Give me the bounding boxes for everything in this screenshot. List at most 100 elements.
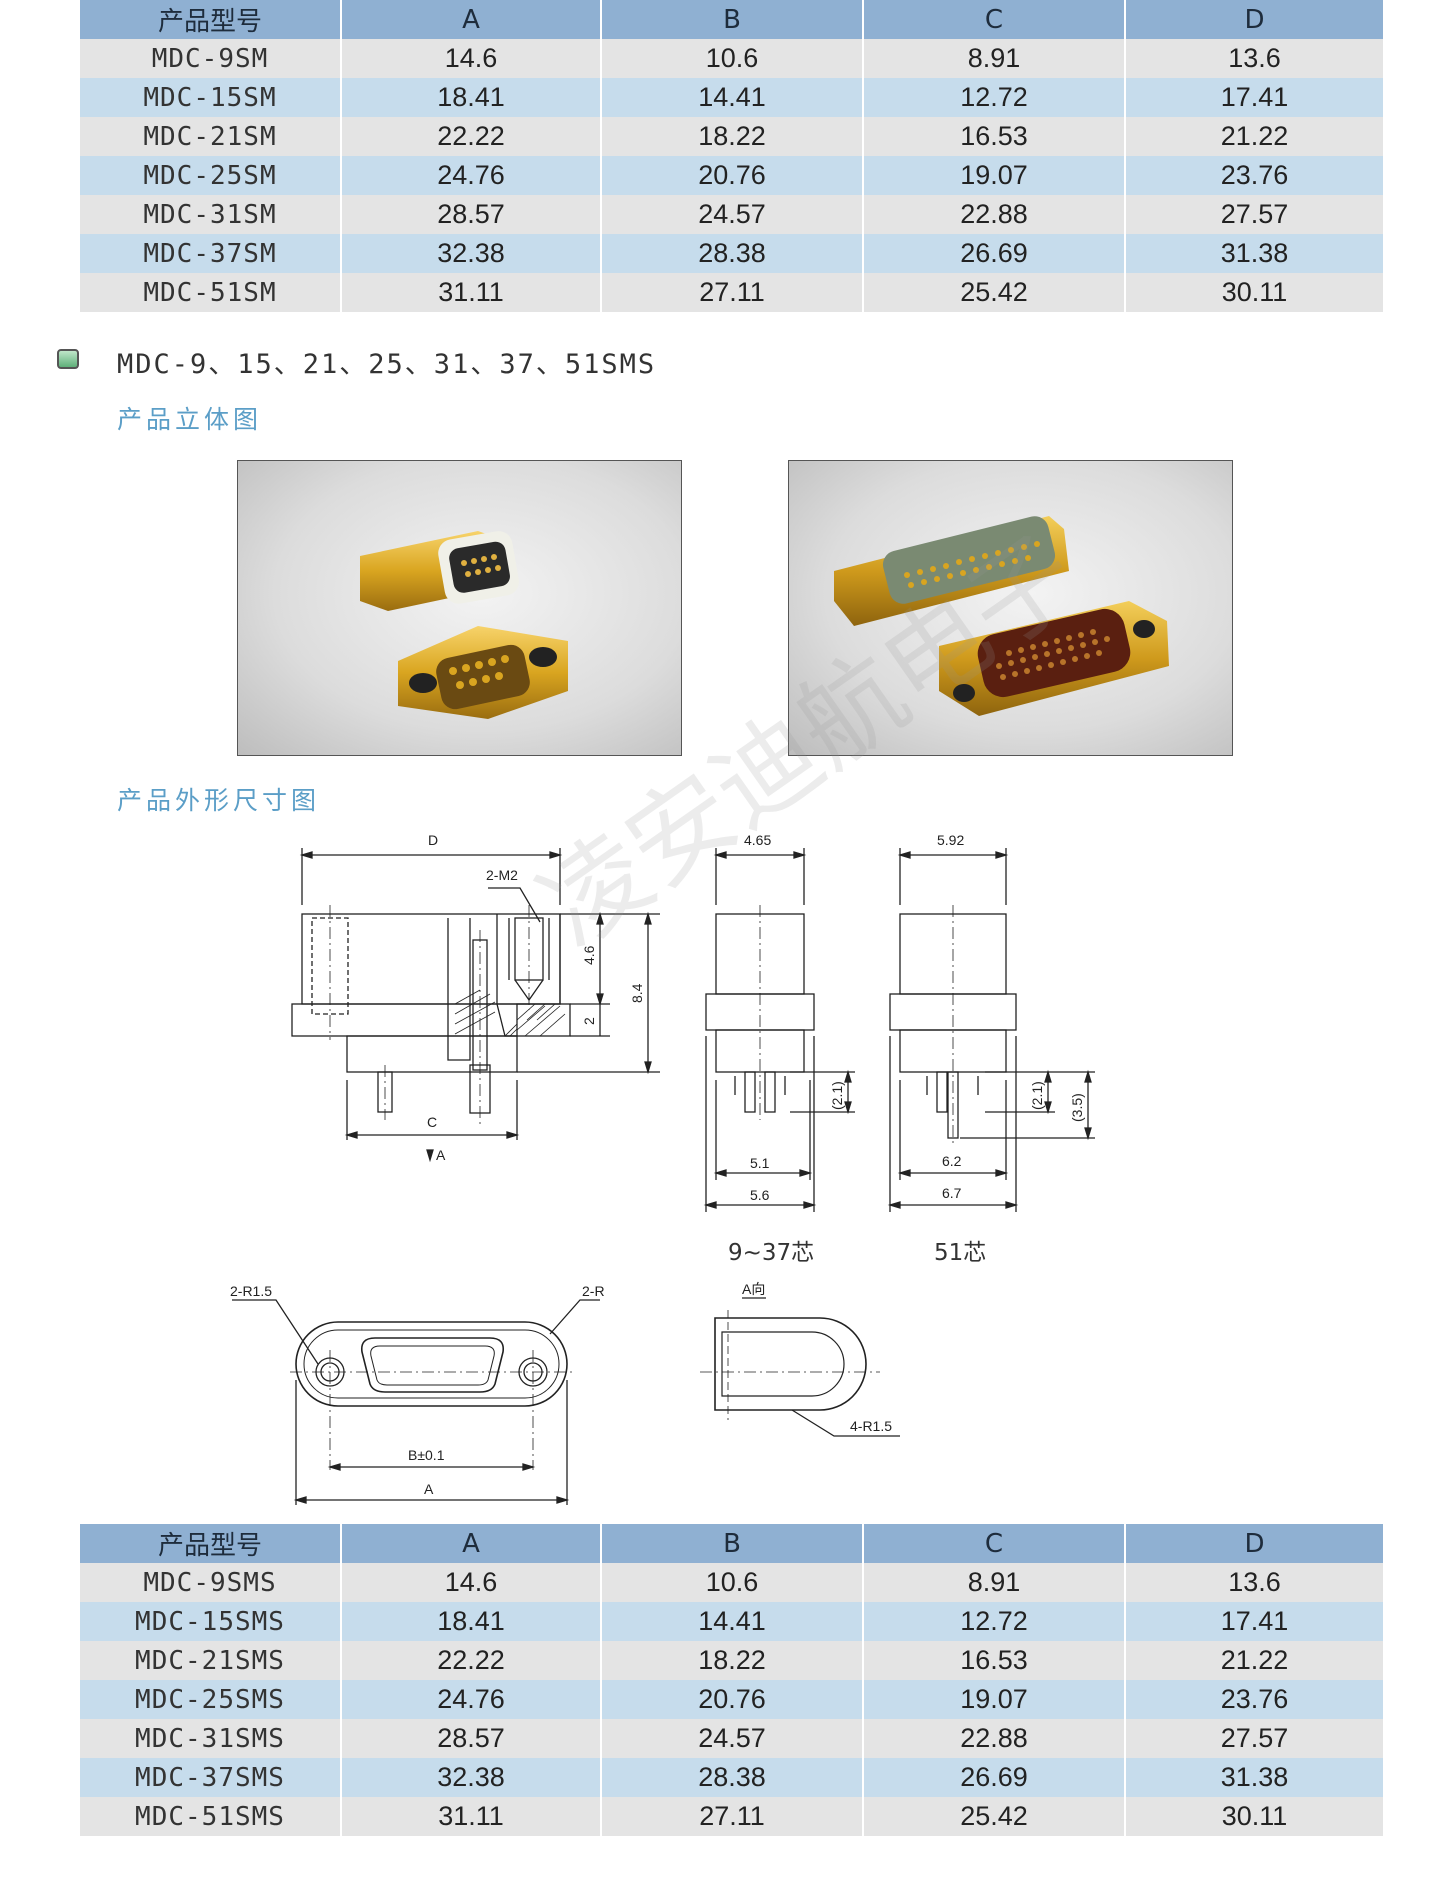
model-cell: MDC-25SM (80, 156, 342, 195)
column-header: D (1125, 0, 1385, 39)
dimension-cell: 12.72 (863, 1602, 1126, 1641)
dimension-cell: 18.41 (341, 78, 602, 117)
label-2-1-b: (2.1) (1029, 1081, 1045, 1110)
dimension-cell: 27.57 (1125, 1719, 1385, 1758)
dimension-cell: 18.22 (601, 1641, 864, 1680)
plan-view (232, 1299, 600, 1505)
model-cell: MDC-51SMS (80, 1797, 342, 1836)
model-cell: MDC-37SMS (80, 1758, 342, 1797)
dimension-cell: 20.76 (601, 1680, 864, 1719)
model-cell: MDC-37SM (80, 234, 342, 273)
dimension-cell: 25.42 (863, 1797, 1126, 1836)
plug-connector-upper (834, 516, 1069, 626)
plug-connector-upper (360, 531, 519, 611)
label-d: D (428, 832, 438, 848)
dimension-cell: 10.6 (601, 1563, 864, 1602)
model-cell: MDC-31SMS (80, 1719, 342, 1758)
dimension-cell: 28.57 (341, 1719, 602, 1758)
dimension-cell: 16.53 (863, 1641, 1126, 1680)
dimension-cell: 28.38 (601, 1758, 864, 1797)
dimension-cell: 28.57 (341, 195, 602, 234)
column-header: 产品型号 (80, 1524, 342, 1563)
column-header: A (341, 1524, 602, 1563)
label-4-6: 4.6 (581, 945, 597, 965)
label-5-6: 5.6 (750, 1187, 770, 1203)
heading-3d-view: 产品立体图 (117, 405, 263, 434)
label-b-tolerance: B±0.1 (408, 1447, 445, 1463)
dimension-cell: 31.38 (1125, 1758, 1385, 1797)
dimension-cell: 23.76 (1125, 156, 1385, 195)
dimension-cell: 21.22 (1125, 1641, 1385, 1680)
dimension-cell: 24.76 (341, 156, 602, 195)
front-view-9-37 (703, 848, 855, 1212)
label-a: A (424, 1481, 434, 1497)
dimension-cell: 22.88 (863, 195, 1126, 234)
model-cell: MDC-25SMS (80, 1680, 342, 1719)
label-6-2: 6.2 (942, 1153, 962, 1169)
dimension-cell: 8.91 (863, 1563, 1126, 1602)
dimension-cell: 27.11 (601, 1797, 864, 1836)
model-cell: MDC-9SMS (80, 1563, 342, 1602)
dimension-cell: 14.41 (601, 78, 864, 117)
model-cell: MDC-21SM (80, 117, 342, 156)
model-cell: MDC-21SMS (80, 1641, 342, 1680)
label-2m2: 2-M2 (486, 867, 518, 883)
dimension-cell: 13.6 (1125, 1563, 1385, 1602)
label-5-92: 5.92 (937, 832, 964, 848)
dimension-cell: 30.11 (1125, 273, 1385, 312)
dimension-cell: 22.88 (863, 1719, 1126, 1758)
dimension-cell: 24.76 (341, 1680, 602, 1719)
label-6-7: 6.7 (942, 1185, 962, 1201)
column-header: B (601, 1524, 864, 1563)
a-direction-view (700, 1297, 900, 1437)
column-header: D (1125, 1524, 1385, 1563)
label-2-r1-5: 2-R1.5 (230, 1283, 272, 1299)
socket-connector-lower (939, 601, 1169, 716)
front-view-51 (887, 848, 1095, 1212)
model-cell: MDC-15SM (80, 78, 342, 117)
caption-51-core: 51芯 (934, 1240, 987, 1266)
model-cell: MDC-15SMS (80, 1602, 342, 1641)
dimension-cell: 23.76 (1125, 1680, 1385, 1719)
model-cell: MDC-31SM (80, 195, 342, 234)
column-header: C (863, 1524, 1126, 1563)
dimension-cell: 24.57 (601, 1719, 864, 1758)
dimension-cell: 31.38 (1125, 234, 1385, 273)
dimension-cell: 31.11 (341, 273, 602, 312)
product-photo-small-connectors (237, 460, 682, 756)
dimension-cell: 16.53 (863, 117, 1126, 156)
dimension-cell: 14.6 (341, 39, 602, 78)
dimension-cell: 24.57 (601, 195, 864, 234)
dimension-cell: 18.22 (601, 117, 864, 156)
side-section-view (291, 848, 660, 1163)
label-4-65: 4.65 (744, 832, 771, 848)
column-header: C (863, 0, 1126, 39)
socket-connector-lower (398, 626, 568, 719)
heading-dimension-drawing: 产品外形尺寸图 (117, 786, 321, 815)
label-2: 2 (581, 1017, 597, 1025)
column-header: 产品型号 (80, 0, 342, 39)
dimension-cell: 12.72 (863, 78, 1126, 117)
label-c: C (427, 1114, 437, 1130)
dimension-cell: 22.22 (341, 1641, 602, 1680)
dimension-cell: 18.41 (341, 1602, 602, 1641)
dimension-cell: 19.07 (863, 1680, 1126, 1719)
label-view-a: A (436, 1147, 446, 1163)
caption-9-37-core: 9~37芯 (728, 1240, 815, 1266)
product-photo-large-connectors (788, 460, 1233, 756)
